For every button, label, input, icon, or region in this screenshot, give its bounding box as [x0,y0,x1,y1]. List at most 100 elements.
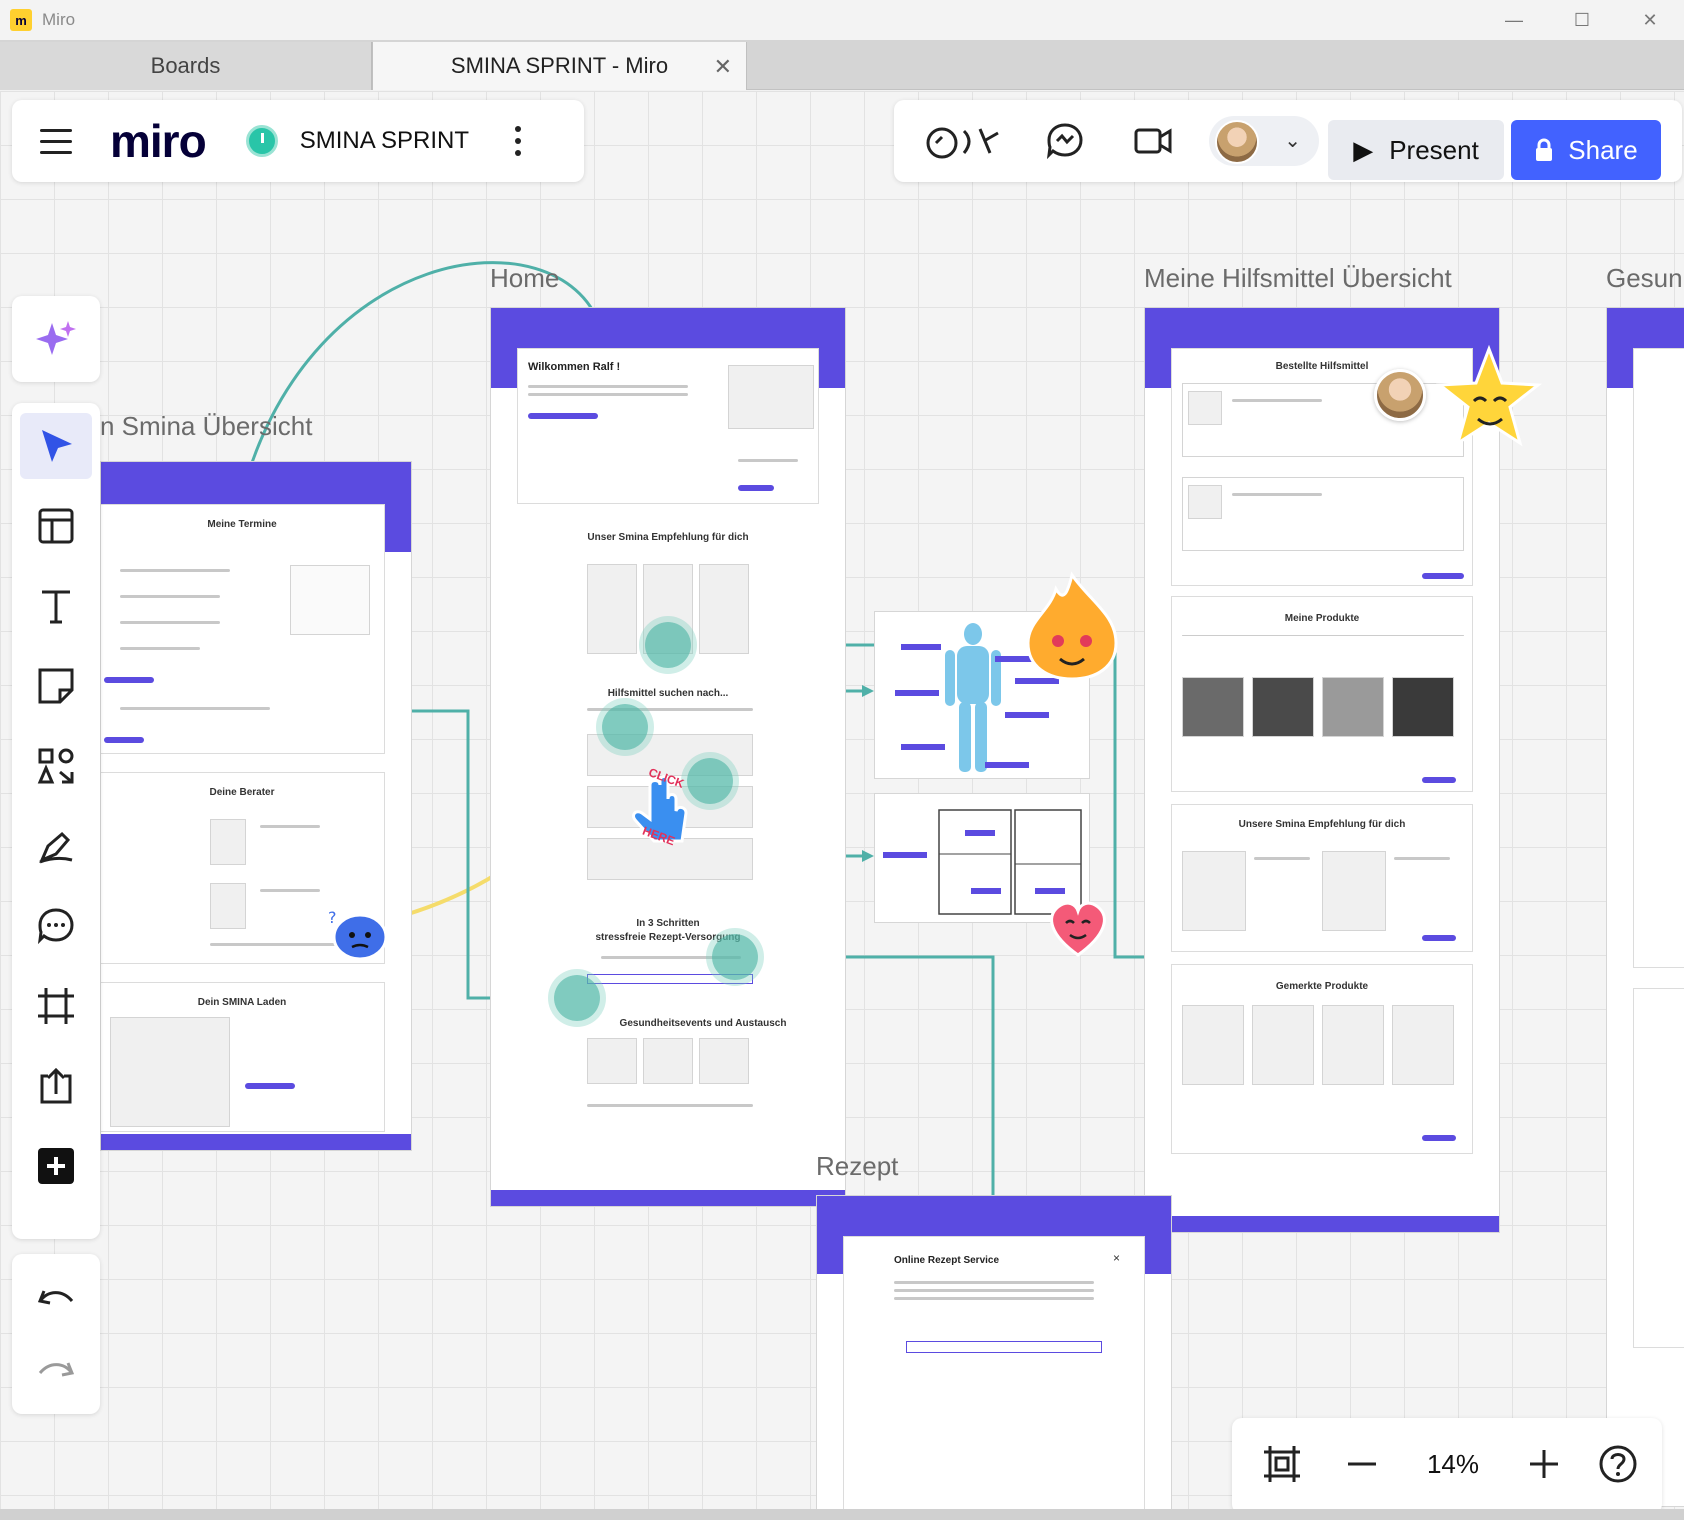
hotspot-schritte[interactable] [712,934,758,980]
board-name[interactable]: SMINA SPRINT [299,127,470,154]
click-here-sticker-icon[interactable]: CLICK HERE [620,765,702,848]
section-schritte-2: stressfreie Rezept-Versorgung [595,932,741,943]
history-panel [12,1254,100,1414]
collaborators-menu[interactable]: ⌄ [1209,116,1319,166]
product-image[interactable] [1392,677,1454,737]
zoom-in-icon[interactable] [1518,1438,1570,1490]
collaboration-panel: ⌄ ▶ Present Share [894,100,1682,182]
video-call-icon[interactable] [1128,120,1178,162]
board-canvas[interactable]: n Smina Übersicht Meine Termine Deine Be… [0,91,1684,1520]
floor-plan-icon [883,809,1082,915]
card-title: Meine Termine [207,519,277,530]
ai-assist-panel [12,296,100,382]
miro-logo[interactable]: miro [110,115,207,167]
tab-boards[interactable]: Boards [0,42,372,90]
minimize-button[interactable]: — [1505,9,1523,30]
card-title: Bestellte Hilfsmittel [1275,361,1369,372]
card-meine-produkte[interactable]: Meine Produkte [1171,596,1473,792]
tab-label: SMINA SPRINT - Miro [450,53,669,78]
horizontal-scrollbar[interactable] [0,1509,1684,1520]
tab-smina-sprint[interactable]: SMINA SPRINT - Miro ✕ [372,42,747,90]
frame-footer-bar [101,1134,411,1150]
product-image[interactable] [1182,677,1244,737]
pen-tool-icon[interactable] [20,813,92,879]
frame-footer-bar [1145,1216,1499,1232]
present-button[interactable]: ▶ Present [1328,120,1504,180]
undo-icon[interactable] [20,1266,92,1332]
card-title: Meine Produkte [1284,613,1360,624]
card-meine-termine[interactable]: Meine Termine [101,504,385,754]
star-sticker-icon[interactable] [1434,343,1544,453]
frame-footer-bar [491,1190,845,1206]
chevron-down-icon: ⌄ [1284,130,1301,152]
fit-to-screen-icon[interactable] [1256,1438,1308,1490]
board-options-icon[interactable] [515,126,522,156]
product-image[interactable] [1322,677,1384,737]
section-empfehlung: Unser Smina Empfehlung für dich [587,532,749,543]
menu-icon[interactable] [40,128,72,154]
share-label: Share [1568,134,1638,165]
card-online-rezept[interactable]: Online Rezept Service × [843,1236,1145,1520]
body-figure-icon [895,623,1059,772]
card-title: Deine Berater [209,787,275,798]
comment-tool-icon[interactable] [20,893,92,959]
card-close-icon[interactable]: × [1112,1251,1120,1265]
frame-tool-icon[interactable] [20,973,92,1039]
card-bestellte[interactable]: Bestellte Hilfsmittel [1171,348,1473,586]
section-suchen: Hilfsmittel suchen nach... [607,688,729,699]
zoom-out-icon[interactable] [1336,1438,1388,1490]
product-image[interactable] [1252,677,1314,737]
frame-rezept[interactable]: Online Rezept Service × [816,1195,1172,1520]
window-controls: — ☐ ✕ [1480,0,1684,40]
help-icon[interactable] [1592,1438,1644,1490]
frame-title-gesund: Gesun [1606,263,1683,293]
zoom-level[interactable]: 14% [1426,1448,1480,1479]
lock-icon [1536,138,1553,161]
redo-icon[interactable] [20,1338,92,1404]
frame-termine[interactable]: Meine Termine Deine Berater Dein SMINA L… [100,461,412,1151]
frame-home[interactable]: Wilkommen Ralf ! Unser Smina Empfehlung … [490,307,846,1207]
select-tool-icon[interactable] [20,413,92,479]
card-title: Dein SMINA Laden [197,997,287,1008]
calendar-widget[interactable] [290,565,370,635]
heart-face-sticker-icon[interactable] [1044,897,1112,959]
frame-title-hilfsmittel: Meine Hilfsmittel Übersicht [1144,263,1452,293]
hotspot-suchen-2[interactable] [687,758,733,804]
hotspot-empfehlung[interactable] [645,622,691,668]
connector-arrowhead [862,685,874,697]
hotspot-events[interactable] [554,975,600,1021]
svg-text:?: ? [328,908,337,927]
maximize-button[interactable]: ☐ [1573,9,1591,30]
card-title: Gemerkte Produkte [1275,981,1369,992]
more-apps-icon[interactable] [20,1133,92,1199]
chat-icon[interactable] [1040,120,1090,162]
timer-icon[interactable] [245,125,278,157]
upload-tool-icon[interactable] [20,1053,92,1119]
sticky-note-tool-icon[interactable] [20,653,92,719]
board-header-panel: miro SMINA SPRINT [12,100,584,182]
frame-hilfsmittel[interactable]: Bestellte Hilfsmittel Meine Produkte Uns… [1144,307,1500,1233]
hotspot-suchen-1[interactable] [602,704,648,750]
share-button[interactable]: Share [1511,120,1661,180]
sparkle-icon[interactable] [36,319,76,359]
image-floor-plan[interactable] [874,793,1090,923]
card-empfehlung[interactable]: Unsere Smina Empfehlung für dich [1171,804,1473,952]
card-welcome[interactable]: Wilkommen Ralf ! [517,348,819,504]
reactions-icon[interactable] [924,120,1004,162]
card-smina-laden[interactable]: Dein SMINA Laden [101,982,385,1132]
card-gemerkte[interactable]: Gemerkte Produkte [1171,964,1473,1154]
close-window-button[interactable]: ✕ [1642,9,1658,30]
confused-face-sticker-icon[interactable]: ? [326,903,390,963]
shapes-tool-icon[interactable] [20,733,92,799]
tab-close-icon[interactable]: ✕ [713,54,732,79]
card-title: Unsere Smina Empfehlung für dich [1238,819,1406,830]
fire-face-sticker-icon[interactable] [1020,571,1124,681]
templates-tool-icon[interactable] [20,493,92,559]
frame-title-home: Home [490,263,560,293]
collaborator-avatar[interactable] [1374,369,1426,421]
frame-gesund[interactable] [1606,307,1684,1507]
user-avatar [1215,120,1259,164]
text-tool-icon[interactable] [20,573,92,639]
card-title: Online Rezept Service [894,1255,1000,1266]
window-titlebar: m Miro — ☐ ✕ [0,0,1684,40]
